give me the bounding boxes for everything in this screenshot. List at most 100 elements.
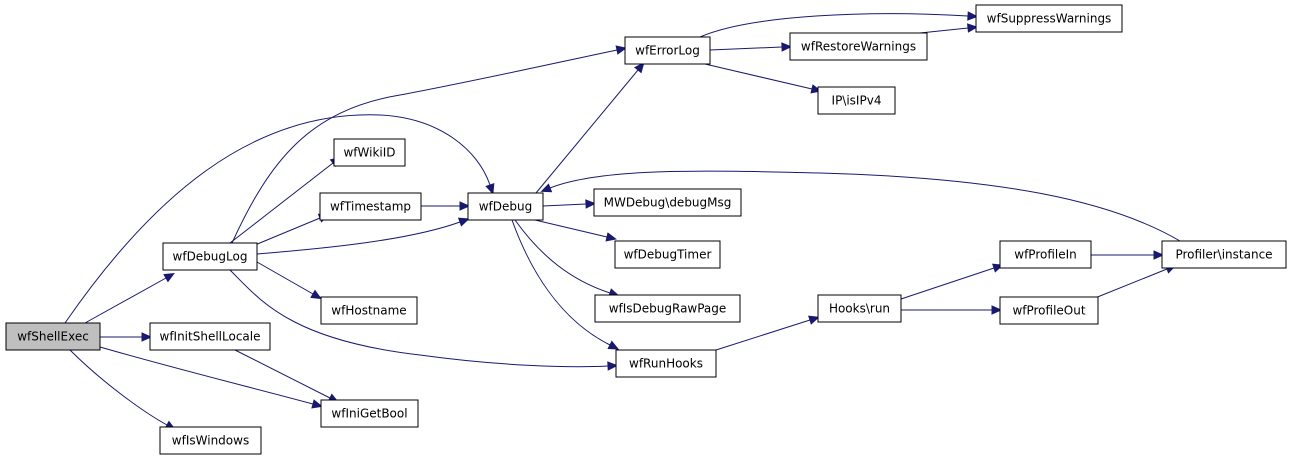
node-box[interactable] [467, 192, 544, 221]
node-box[interactable] [162, 242, 258, 271]
arrowhead-icon [808, 315, 820, 325]
node-box[interactable] [975, 4, 1123, 33]
node-wferrorlog[interactable]: wfErrorLog [624, 36, 711, 65]
node-box[interactable] [999, 296, 1099, 325]
edge-line [534, 219, 608, 238]
edge-line [900, 267, 995, 300]
arrowhead-icon [991, 305, 1003, 315]
node-box[interactable] [789, 32, 928, 61]
node-box[interactable] [1161, 240, 1287, 269]
node-label: MWDebug\debugMsg [604, 196, 732, 210]
edge-wferrorlog-to-wfsuppresswarnings [699, 11, 979, 38]
node-wfsuppresswarnings[interactable]: wfSuppressWarnings [975, 4, 1123, 33]
edge-wfshellexec-to-wfiswindows [69, 349, 176, 430]
node-box[interactable] [593, 188, 742, 217]
edge-line [229, 162, 334, 244]
node-box[interactable] [319, 192, 422, 221]
node-box[interactable] [817, 86, 896, 115]
node-box[interactable] [594, 294, 741, 323]
edge-wfinitshelllocale-to-wfinigetbool [234, 349, 340, 403]
edge-line [511, 219, 611, 346]
edge-line [919, 27, 969, 34]
node-box[interactable] [149, 322, 271, 351]
node-box[interactable] [999, 240, 1092, 269]
edge-line [256, 221, 461, 255]
edge-line [84, 277, 167, 324]
node-wfdebug[interactable]: wfDebug [467, 192, 544, 221]
node-wfinitshelllocale[interactable]: wfInitShellLocale [149, 322, 271, 351]
node-label: wfIsDebugRawPage [609, 302, 727, 316]
node-box[interactable] [159, 426, 262, 455]
node-wfhostname[interactable]: wfHostname [320, 296, 418, 325]
node-ip-isipv4[interactable]: IP\isIPv4 [817, 86, 896, 115]
edge-line [715, 319, 811, 351]
edge-line [1094, 268, 1168, 299]
node-label: IP\isIPv4 [832, 94, 882, 108]
node-mwdebug-debugmsg[interactable]: MWDebug\debugMsg [593, 188, 742, 217]
arrowhead-icon [585, 199, 597, 209]
node-label: wfSuppressWarnings [987, 12, 1112, 26]
edge-line [549, 170, 1181, 242]
node-wfprofileout[interactable]: wfProfileOut [999, 296, 1099, 325]
node-hooks-run[interactable]: Hooks\run [817, 294, 902, 323]
edge-wfshellexec-to-wfdebug [64, 114, 495, 324]
node-wfiswindows[interactable]: wfIsWindows [159, 426, 262, 455]
node-label: wfDebug [479, 200, 533, 214]
node-box[interactable] [614, 240, 721, 269]
edge-wferrorlog-to-ip-isipv4 [704, 63, 822, 94]
node-label: Profiler\instance [1175, 248, 1272, 262]
edge-hooks-run-to-wfprofilein [900, 263, 1004, 300]
node-box[interactable] [615, 349, 717, 378]
node-label: wfShellExec [17, 330, 89, 344]
nodes-layer: wfShellExec wfDebugLog wfInitShellLocale wf… [5, 4, 1287, 455]
arrowhead-icon [605, 232, 617, 242]
edge-wfrunhooks-to-hooks-run [715, 315, 820, 351]
edge-wfdebug-to-wfisdebugrawpage [514, 219, 620, 298]
node-wfdebuglog[interactable]: wfDebugLog [162, 242, 258, 271]
node-box[interactable] [320, 399, 419, 428]
node-wfwikiid[interactable]: wfWikiID [333, 138, 406, 167]
edge-line [709, 46, 783, 51]
edges-layer [64, 11, 1181, 430]
edge-line [699, 13, 969, 38]
edge-wferrorlog-to-wfrestorewarnings [709, 42, 793, 52]
edge-line [234, 349, 331, 399]
edge-line [256, 261, 314, 295]
edge-line [254, 217, 321, 246]
edge-profiler-instance-to-wfdebug [540, 170, 1181, 242]
edge-wfshellexec-to-wfdebuglog [84, 273, 175, 324]
edge-line [64, 114, 491, 324]
node-box[interactable] [817, 294, 902, 323]
node-label: wfIniGetBool [331, 407, 407, 421]
node-label: wfErrorLog [635, 44, 700, 58]
node-wfinigetbool[interactable]: wfIniGetBool [320, 399, 419, 428]
node-box[interactable] [624, 36, 711, 65]
node-box[interactable] [5, 322, 101, 351]
edge-wfdebug-to-wferrorlog [535, 62, 645, 194]
node-profiler-instance[interactable]: Profiler\instance [1161, 240, 1287, 269]
node-wftimestamp[interactable]: wfTimestamp [319, 192, 422, 221]
node-label: wfIsWindows [172, 434, 249, 448]
edge-wfdebug-to-wfdebugtimer [534, 219, 617, 242]
node-wfprofilein[interactable]: wfProfileIn [999, 240, 1092, 269]
arrowhead-icon [781, 42, 793, 52]
edge-wfrestorewarnings-to-wfsuppresswarnings [919, 23, 979, 34]
node-label: wfDebugLog [173, 250, 248, 264]
node-wfdebugtimer[interactable]: wfDebugTimer [614, 240, 721, 269]
node-label: wfRestoreWarnings [801, 40, 916, 54]
edge-wfprofileout-to-profiler-instance [1094, 264, 1177, 299]
node-label: wfRunHooks [629, 357, 703, 371]
node-wfrunhooks[interactable]: wfRunHooks [615, 349, 717, 378]
arrowhead-icon [459, 201, 471, 211]
edge-wfdebuglog-to-wfhostname [256, 261, 322, 300]
node-wfisdebugrawpage[interactable]: wfIsDebugRawPage [594, 294, 741, 323]
node-label: Hooks\run [829, 302, 890, 316]
arrowhead-icon [141, 332, 153, 342]
node-box[interactable] [333, 138, 406, 167]
node-wfshellexec[interactable]: wfShellExec [5, 322, 101, 351]
node-box[interactable] [320, 296, 418, 325]
arrowhead-icon [540, 183, 553, 193]
node-wfrestorewarnings[interactable]: wfRestoreWarnings [789, 32, 928, 61]
